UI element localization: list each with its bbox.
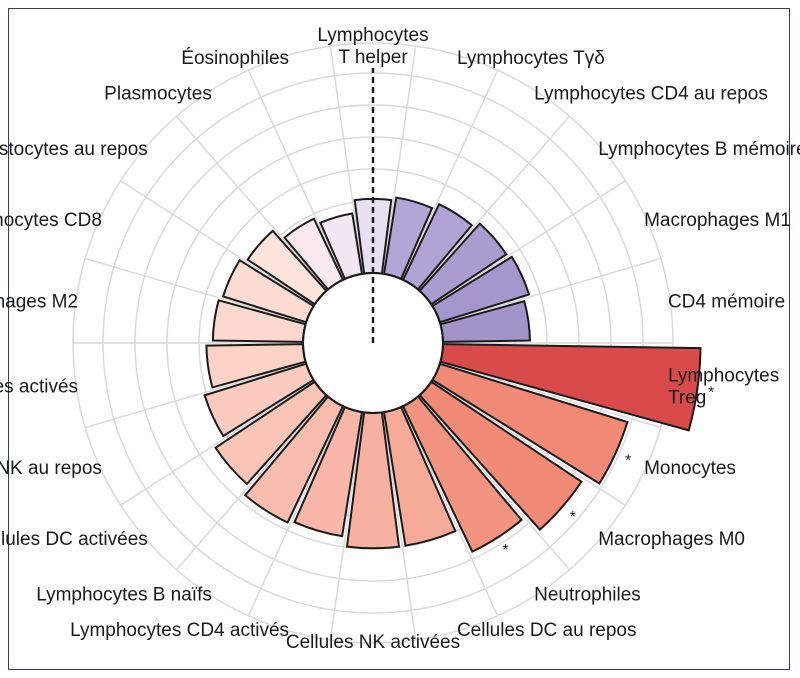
category-label: Neutrophiles <box>534 585 641 606</box>
category-label: CD4 mémoire <box>668 292 785 313</box>
grid-spoke <box>418 395 571 571</box>
grid-spoke <box>84 257 307 324</box>
category-label: Cellules NK activées <box>286 632 460 653</box>
category-label: Cellules DC activées <box>0 529 148 550</box>
grid-spoke <box>247 69 345 280</box>
grid-spoke <box>175 395 328 571</box>
grid-spoke <box>401 69 499 280</box>
category-label: Monocytes <box>644 458 736 479</box>
category-label: Macrophages M0 <box>598 529 745 550</box>
grid-spoke <box>418 115 571 291</box>
grid-spoke <box>431 380 626 506</box>
grid-spoke <box>382 412 417 641</box>
category-label: Mastocytes activés <box>0 376 78 397</box>
grid-spoke <box>382 45 417 274</box>
category-label: Macrophages M1 <box>644 210 791 231</box>
category-label: Macrophages M2 <box>0 292 78 313</box>
chart-bars <box>203 196 702 553</box>
significance-marker: * <box>625 452 631 469</box>
category-label: Plasmocytes <box>104 83 212 104</box>
category-label: Lymphocytes CD8 <box>0 210 102 231</box>
grid-spoke <box>431 180 626 306</box>
category-label: Lymphocytes B naïfs <box>36 585 212 606</box>
grid-spoke <box>439 257 662 324</box>
category-label: Mastocytes au repos <box>0 139 148 160</box>
grid-spoke <box>84 362 307 429</box>
grid-spoke <box>329 45 364 274</box>
grid-spoke <box>120 180 315 306</box>
category-label: Lymphocytes Tγδ <box>457 48 605 69</box>
category-label: Cellules NK au repos <box>0 458 102 479</box>
grid-spoke <box>439 362 662 429</box>
grid-spoke <box>120 380 315 506</box>
grid-spoke <box>175 115 328 291</box>
category-label: Lymphocytes B mémoire <box>598 139 800 160</box>
significance-marker: * <box>570 509 576 526</box>
category-label: Cellules DC au repos <box>457 620 637 641</box>
category-label: Lymphocytes CD4 activés <box>70 620 289 641</box>
grid-spoke <box>247 406 345 617</box>
significance-marker: * <box>708 385 714 402</box>
category-label: Éosinophiles <box>181 48 289 69</box>
grid-spoke <box>401 406 499 617</box>
category-label: Lymphocytes CD4 au repos <box>534 83 768 104</box>
significance-marker: * <box>502 542 508 559</box>
grid-spoke <box>329 412 364 641</box>
